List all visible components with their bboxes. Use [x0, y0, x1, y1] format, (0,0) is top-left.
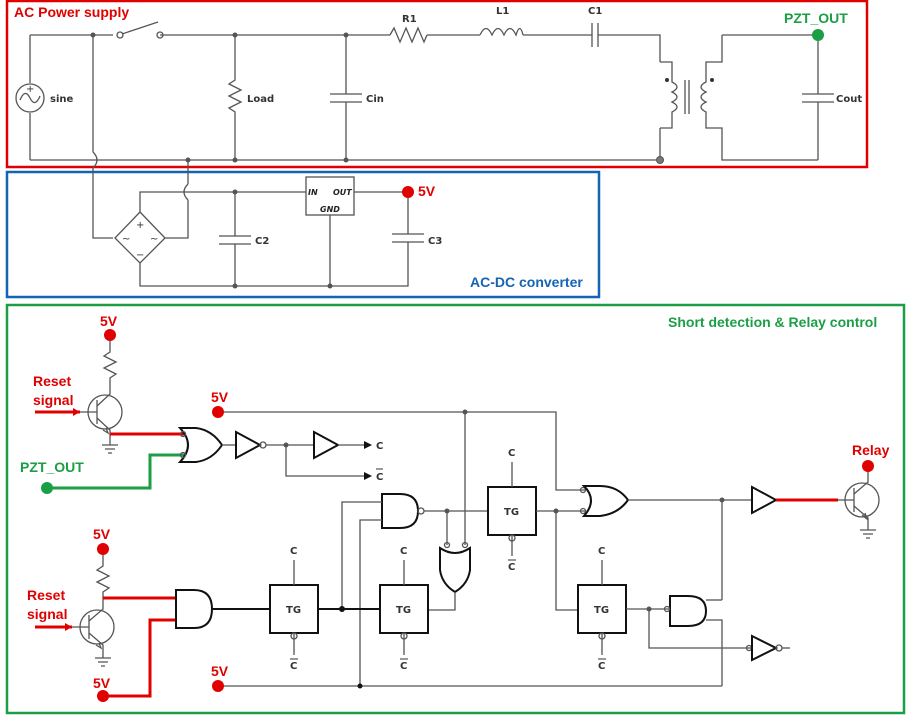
svg-text:~: ~ — [150, 234, 158, 245]
tg-1-label: TG — [286, 605, 301, 616]
vcc-mid-node — [212, 406, 224, 418]
c3-label: C3 — [428, 236, 442, 247]
pzt-out-input-node — [41, 482, 53, 494]
out-cbar-label: C — [376, 472, 383, 483]
ac-dc-title: AC-DC converter — [470, 274, 583, 290]
vout-label: 5V — [418, 183, 436, 199]
tg-2-c: C — [400, 546, 407, 557]
vcc-low-tr-label: 5V — [93, 526, 111, 542]
regulator-gnd-label: GND — [320, 205, 340, 214]
cout-label: Cout — [836, 94, 862, 105]
vcc-bottom-label: 5V — [211, 663, 229, 679]
reset-bot-line1: Reset — [27, 587, 65, 603]
out-c-label: C — [376, 441, 383, 452]
tg-3-c: C — [598, 546, 605, 557]
regulator-in-label: IN — [308, 188, 318, 197]
pzt-out-node — [812, 29, 824, 41]
svg-text:+: + — [136, 220, 144, 231]
svg-text:+: + — [26, 84, 34, 95]
tg-1-c: C — [290, 546, 297, 557]
short-detection-circuit: 5V Reset signal PZT_OUT C C 5V — [20, 313, 890, 702]
regulator-out-label: OUT — [333, 188, 352, 197]
c2-label: C2 — [255, 236, 269, 247]
pzt-out-input-label: PZT_OUT — [20, 459, 84, 475]
ac-dc-frame — [5, 170, 601, 299]
tg-2-label: TG — [396, 605, 411, 616]
load-label: Load — [247, 94, 274, 105]
r1-label: R1 — [402, 14, 417, 25]
tg-2-cbar: C — [400, 661, 407, 672]
ac-power-circuit: + sine Load Cin R1 L1 C1 Cout PZT — [15, 6, 862, 239]
vout-node — [402, 186, 414, 198]
tg-upper-cbar: C — [508, 562, 515, 573]
vcc-bottom-left-label: 5V — [93, 675, 111, 691]
tg-1-cbar: C — [290, 661, 297, 672]
cin-label: Cin — [366, 94, 384, 105]
ac-power-title: AC Power supply — [14, 4, 129, 20]
tg-3-label: TG — [594, 605, 609, 616]
reset-top-line1: Reset — [33, 373, 71, 389]
short-detection-frame — [5, 303, 906, 715]
vcc-mid-label: 5V — [211, 389, 229, 405]
tg-3-cbar: C — [598, 661, 605, 672]
vcc-bottom-node — [212, 680, 224, 692]
vcc-top-node — [104, 329, 116, 341]
vcc-low-tr-node — [97, 543, 109, 555]
l1-label: L1 — [496, 6, 509, 17]
reset-top-line2: signal — [33, 392, 73, 408]
vcc-top-label: 5V — [100, 313, 118, 329]
reset-bot-line2: signal — [27, 606, 67, 622]
relay-node — [862, 460, 874, 472]
ac-dc-circuit: + − ~ ~ C2 IN OUT GND C3 5V — [114, 157, 442, 289]
pzt-out-label: PZT_OUT — [784, 10, 848, 26]
ac-power-frame — [5, 0, 869, 169]
tg-upper-label: TG — [504, 507, 519, 518]
c1-label: C1 — [588, 6, 602, 17]
sine-source-label: sine — [50, 94, 73, 105]
svg-text:~: ~ — [122, 234, 130, 245]
svg-text:−: − — [136, 250, 144, 261]
short-detection-title: Short detection & Relay control — [668, 314, 877, 330]
vcc-bottom-left-node — [97, 690, 109, 702]
tg-upper-c: C — [508, 448, 515, 459]
relay-label: Relay — [852, 442, 890, 458]
sine-source-icon — [15, 83, 45, 113]
